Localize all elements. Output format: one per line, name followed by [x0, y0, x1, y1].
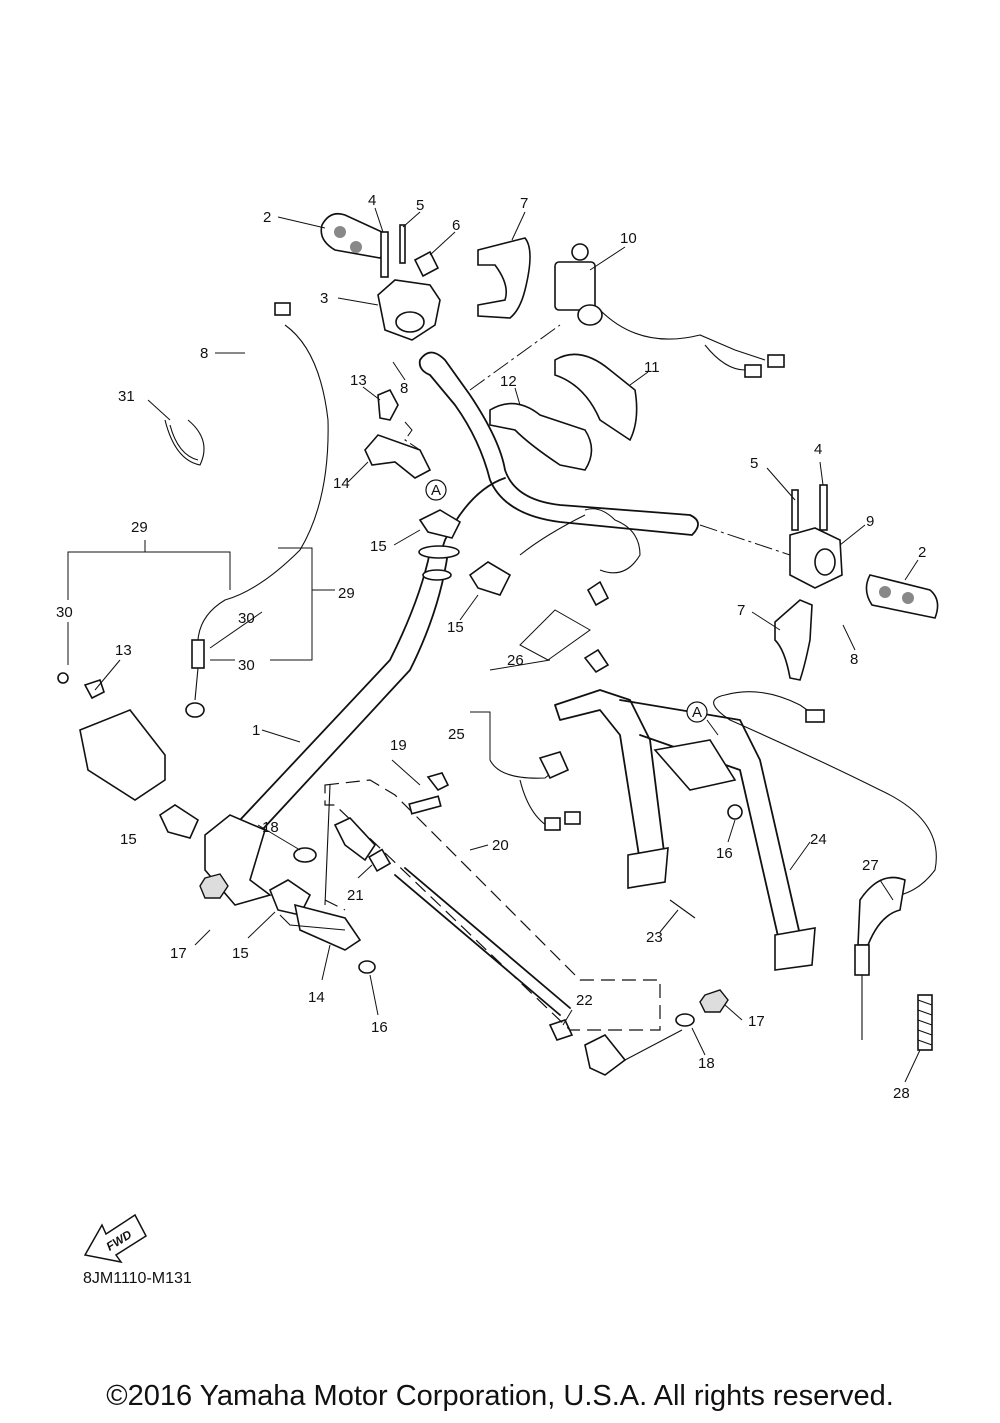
handlebar	[418, 324, 791, 556]
switch-wiring	[489, 751, 581, 831]
callout-29: 29	[338, 585, 355, 602]
tie-rod	[324, 772, 683, 1076]
callout-5: 5	[750, 455, 758, 472]
callout-7: 7	[737, 602, 745, 619]
throttle-housing	[554, 243, 785, 378]
callout-30: 30	[238, 657, 255, 674]
callout-18: 18	[262, 819, 279, 836]
callout-9: 9	[866, 513, 874, 530]
callout-8: 8	[200, 345, 208, 362]
callout-4: 4	[814, 441, 822, 458]
clamp-14-lower	[279, 903, 362, 951]
spring	[917, 994, 933, 1051]
callout-16: 16	[716, 845, 733, 862]
left-cable	[185, 302, 329, 718]
left-switch-housing	[377, 224, 441, 341]
copyright-notice: ©2016 Yamaha Motor Corporation, U.S.A. A…	[106, 1380, 894, 1412]
callout-23: 23	[646, 929, 663, 946]
callout-13: 13	[115, 642, 132, 659]
right-switch-housing	[789, 484, 843, 589]
callout-6: 6	[452, 217, 460, 234]
callout-2: 2	[918, 544, 926, 561]
callout-16: 16	[371, 1019, 388, 1036]
callout-15: 15	[120, 831, 137, 848]
callout-1: 1	[252, 722, 260, 739]
callout-15: 15	[447, 619, 464, 636]
callout-4: 4	[368, 192, 376, 209]
callout-numbers: 1 2 2 3 4 4 5 5 6 7 7 8 8 8 9 10 11 12 1…	[56, 192, 926, 1102]
callout-17: 17	[170, 945, 187, 962]
fasteners	[199, 847, 729, 1041]
callout-18: 18	[698, 1055, 715, 1072]
clamp-15-upper	[418, 509, 462, 539]
callout-30: 30	[56, 604, 73, 621]
callout-26: 26	[507, 652, 524, 669]
callout-5: 5	[416, 197, 424, 214]
fwd-arrow-icon: FWD	[83, 1213, 147, 1264]
mounting-plate	[57, 672, 166, 801]
clamp-15-mid	[468, 561, 512, 596]
diagram-code: 8JM1110-M131	[83, 1270, 192, 1287]
reference-marker-upper: A	[404, 421, 447, 501]
lever-guard-left	[477, 237, 531, 319]
callout-13: 13	[350, 372, 367, 389]
callout-25: 25	[448, 726, 465, 743]
clamp-14-upper	[364, 388, 432, 479]
callout-8: 8	[850, 651, 858, 668]
callout-27: 27	[862, 857, 879, 874]
callout-19: 19	[390, 737, 407, 754]
callout-15: 15	[370, 538, 387, 555]
callout-10: 10	[620, 230, 637, 247]
callout-20: 20	[492, 837, 509, 854]
tether-cord	[519, 508, 641, 674]
callout-17: 17	[748, 1013, 765, 1030]
throttle-cable	[713, 691, 937, 1040]
reference-marker-lower: A	[686, 701, 719, 736]
callout-3: 3	[320, 290, 328, 307]
callout-29: 29	[131, 519, 148, 536]
lever-guard-right	[774, 599, 813, 681]
callout-2: 2	[263, 209, 271, 226]
reference-marker-label: A	[692, 704, 702, 721]
callout-24: 24	[810, 831, 827, 848]
handlebar-cover-12	[489, 402, 593, 471]
callout-12: 12	[500, 373, 517, 390]
callout-30: 30	[238, 610, 255, 627]
callout-15: 15	[232, 945, 249, 962]
callout-31: 31	[118, 388, 135, 405]
callout-11: 11	[644, 359, 660, 376]
callout-22: 22	[576, 992, 593, 1009]
callout-21: 21	[347, 887, 364, 904]
band-clamp	[164, 419, 205, 466]
left-grip	[320, 212, 388, 259]
right-grip	[865, 574, 939, 619]
callout-7: 7	[520, 195, 528, 212]
leader-lines	[67, 207, 921, 1083]
callout-14: 14	[308, 989, 325, 1006]
callout-28: 28	[893, 1085, 910, 1102]
reference-marker-label: A	[431, 482, 441, 499]
steering-bracket	[554, 689, 816, 971]
handlebar-cover-11	[554, 353, 638, 442]
callout-14: 14	[333, 475, 350, 492]
callout-8: 8	[400, 380, 408, 397]
pin-23	[669, 899, 696, 919]
steering-column	[204, 545, 460, 906]
